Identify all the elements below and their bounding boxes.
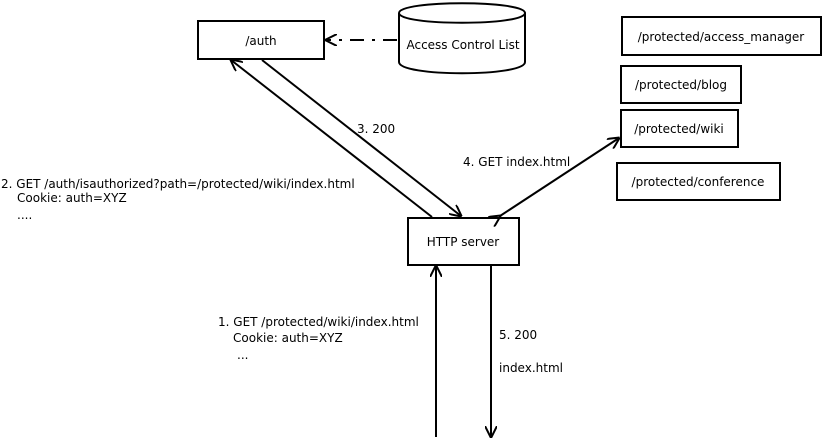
- conference-label: /protected/conference: [632, 175, 765, 189]
- step1-label: 1. GET /protected/wiki/index.html Cookie…: [218, 315, 419, 362]
- step1-line-1: 1. GET /protected/wiki/index.html: [218, 315, 419, 329]
- step4-label: 4. GET index.html: [463, 155, 570, 169]
- step2-arrow: [231, 60, 433, 218]
- wiki-label: /protected/wiki: [634, 122, 724, 136]
- auth-label: /auth: [245, 34, 276, 48]
- conference-node: /protected/conference: [616, 162, 781, 201]
- step5-label: 5. 200 index.html: [499, 328, 563, 375]
- step1-line-3: ...: [237, 348, 248, 362]
- wiki-node: /protected/wiki: [620, 109, 739, 148]
- acl-label: Access Control List: [406, 38, 519, 52]
- step3-arrow: [261, 59, 461, 216]
- blog-node: /protected/blog: [620, 65, 742, 104]
- step2-line-1: 2. GET /auth/isauthorized?path=/protecte…: [1, 177, 355, 191]
- access-manager-label: /protected/access_manager: [638, 30, 805, 44]
- step1-line-2: Cookie: auth=XYZ: [233, 331, 343, 345]
- access-manager-node: /protected/access_manager: [621, 16, 822, 56]
- http-server-node: HTTP server: [407, 217, 520, 266]
- http-server-label: HTTP server: [427, 235, 500, 249]
- step2-line-2: Cookie: auth=XYZ: [17, 191, 127, 205]
- step4-arrow: [500, 138, 619, 216]
- blog-label: /protected/blog: [635, 78, 727, 92]
- step5-line-1: 5. 200: [499, 328, 537, 342]
- step3-label: 3. 200: [357, 122, 395, 136]
- step5-line-2: index.html: [499, 361, 563, 375]
- step2-line-3: ....: [17, 208, 32, 222]
- acl-database: Access Control List: [398, 2, 526, 75]
- auth-node: /auth: [197, 20, 325, 60]
- step2-label: 2. GET /auth/isauthorized?path=/protecte…: [1, 177, 355, 222]
